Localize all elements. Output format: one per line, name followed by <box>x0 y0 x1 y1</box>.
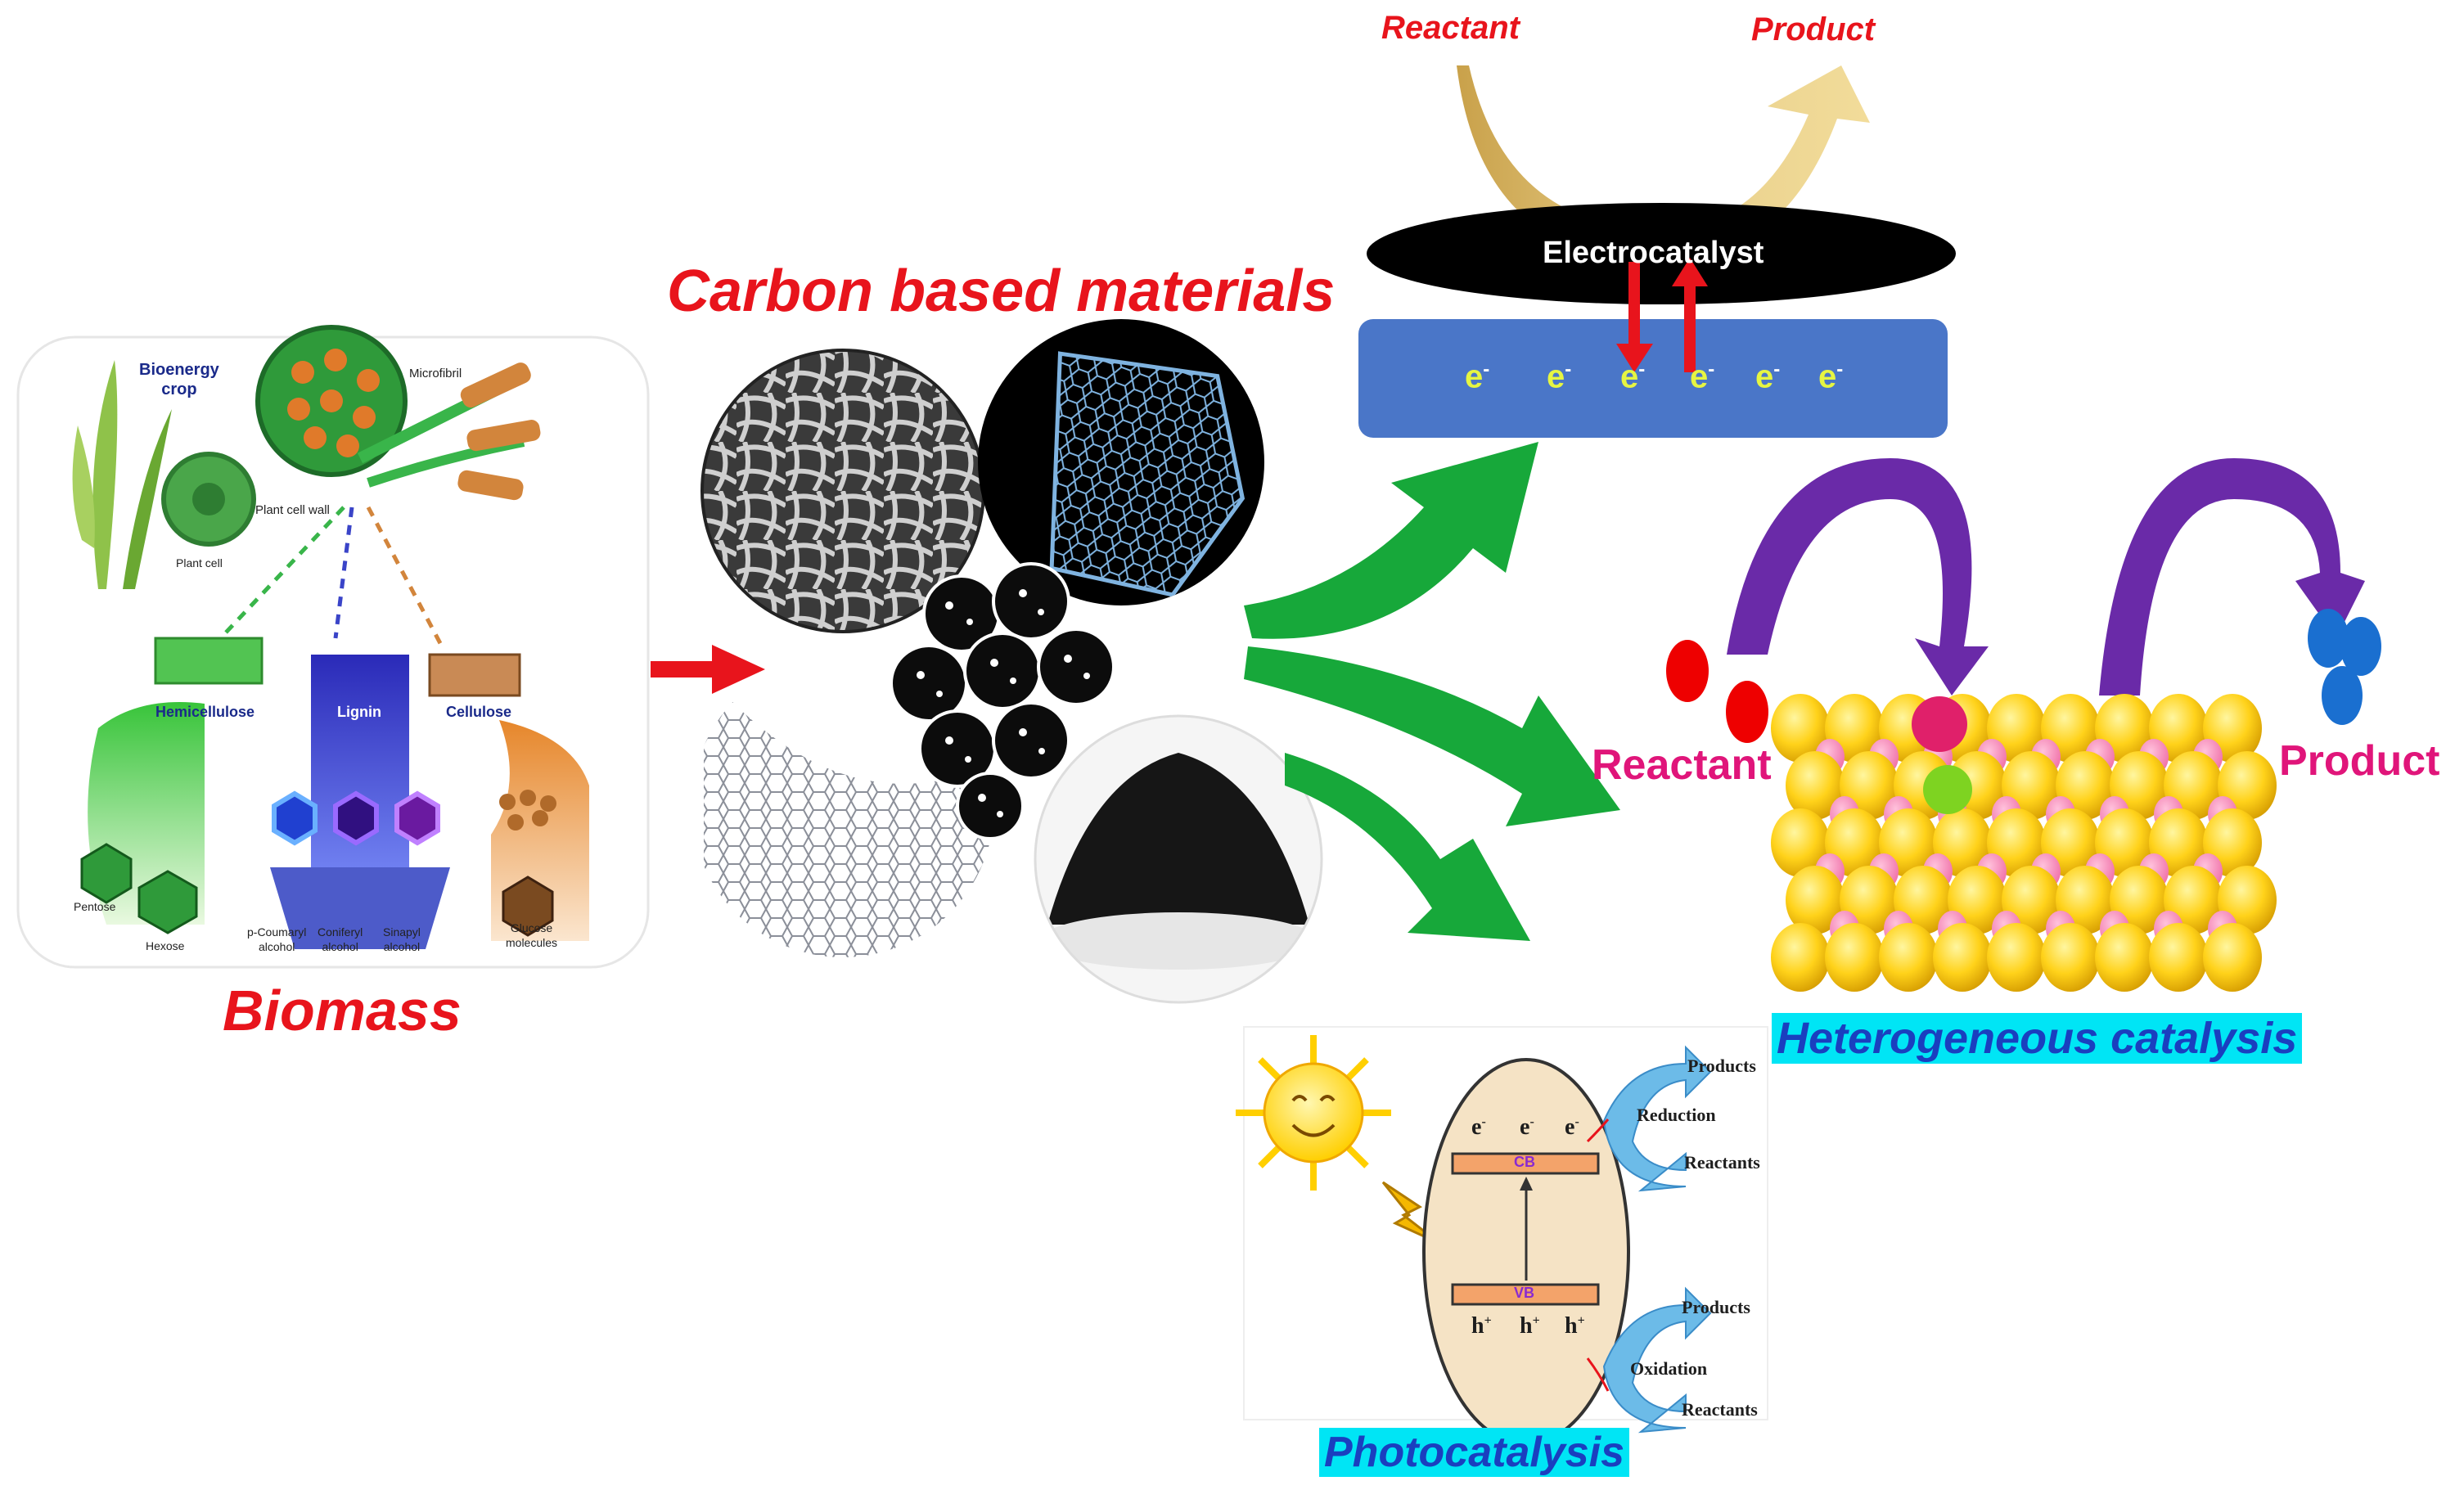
product-molecule <box>2308 609 2381 725</box>
activated-carbon-powder-circle <box>1034 714 1323 1004</box>
catalyst-atom <box>1771 808 1830 877</box>
green-arrow-to-electrocatalysis <box>1244 442 1538 639</box>
photo-reactants-top-label: Reactants <box>1684 1152 1760 1173</box>
green-arrows <box>1244 442 1620 941</box>
catalyst-atom <box>1771 923 1830 992</box>
vb-hole-1: h+ <box>1471 1313 1492 1339</box>
cb-electron-3: e- <box>1565 1114 1579 1140</box>
fibril-bundle-icon <box>357 362 541 501</box>
purple-arrow-right <box>2099 458 2365 695</box>
up-electron-arrow <box>1672 258 1708 286</box>
electrode-electron-3: e- <box>1620 358 1646 395</box>
down-electron-arrow <box>1616 344 1653 372</box>
green-arrow-to-photocatalysis <box>1285 753 1530 941</box>
electrode-bar <box>1358 319 1948 438</box>
purple-arrow-left <box>1727 458 1989 695</box>
catalyst-atom <box>1786 866 1845 934</box>
plant-illustration <box>72 360 172 589</box>
catalyst-atom <box>1786 751 1845 820</box>
lignin-label: Lignin <box>337 704 381 720</box>
catalyst-atom <box>2041 923 2100 992</box>
pentose-label: Pentose <box>74 900 116 913</box>
hemicellulose-block-icon <box>154 637 264 685</box>
green-arrow-to-heterogeneous <box>1244 646 1620 826</box>
photocatalysis-panel <box>1236 1026 1768 1446</box>
electrocatalyst-label: Electrocatalyst <box>1543 236 1764 270</box>
adsorbed-reactant-icon <box>1912 696 1967 752</box>
carbon-materials-cluster <box>691 319 1323 1004</box>
cb-label: CB <box>1514 1154 1535 1170</box>
vb-hole-3: h+ <box>1565 1313 1585 1339</box>
catalyst-surface <box>1771 694 2277 992</box>
reactant-molecule-1 <box>1666 640 1709 702</box>
hemicellulose-label: Hemicellulose <box>155 704 255 720</box>
photo-reactants-bottom-label: Reactants <box>1682 1399 1758 1420</box>
reactant-molecule-2 <box>1726 681 1768 743</box>
catalyst-atom <box>1987 923 2046 992</box>
electro-reactant-label: Reactant <box>1381 10 1520 46</box>
vb-hole-2: h+ <box>1520 1313 1540 1339</box>
catalyst-atom <box>1879 923 1938 992</box>
carbon-materials-title: Carbon based materials <box>667 259 1336 324</box>
carbon-spheres-icon <box>890 562 1115 840</box>
reduction-cycle-arrow <box>1602 1045 1712 1192</box>
reduction-label: Reduction <box>1637 1105 1716 1125</box>
electrode-electron-2: e- <box>1547 358 1572 395</box>
hetero-reactant-label: Reactant <box>1592 741 1772 789</box>
catalyst-atom <box>1825 923 1884 992</box>
plant-cell-wall-label: Plant cell wall <box>255 503 330 517</box>
electro-product-label: Product <box>1751 11 1876 47</box>
biomass-to-carbon-arrow <box>651 645 765 694</box>
hetero-product-label: Product <box>2279 737 2440 785</box>
photocatalysis-title: Photocatalysis <box>1319 1428 1630 1477</box>
electrode-electron-1: e- <box>1465 358 1490 395</box>
catalyst-atom <box>2095 923 2154 992</box>
active-site-icon <box>1923 765 1972 814</box>
heterogeneous-catalysis-title: Heterogeneous catalysis <box>1772 1013 2303 1064</box>
photo-products-bottom-label: Products <box>1682 1297 1750 1317</box>
catalyst-atom <box>1771 694 1830 763</box>
electrode-electron-6: e- <box>1818 358 1844 395</box>
cb-electron-2: e- <box>1520 1114 1534 1140</box>
electrode-electron-4: e- <box>1690 358 1715 395</box>
electrocatalyst-ellipse <box>1367 203 1956 304</box>
catalyst-atom <box>1933 923 1992 992</box>
cellulose-label: Cellulose <box>446 704 512 720</box>
vb-label: VB <box>1514 1285 1535 1301</box>
electrode-electron-5: e- <box>1755 358 1781 395</box>
electrocatalysis-panel <box>1358 65 1956 438</box>
oxidation-label: Oxidation <box>1630 1358 1708 1379</box>
conduction-band-bar <box>1451 1152 1600 1175</box>
cellulose-block-icon <box>428 653 521 697</box>
catalyst-atom <box>2149 923 2208 992</box>
catalyst-atom <box>2203 923 2262 992</box>
excitation-arrow <box>1520 1177 1533 1191</box>
valence-band-bar <box>1451 1283 1600 1306</box>
hexose-label: Hexose <box>146 939 185 952</box>
photo-products-top-label: Products <box>1687 1056 1756 1076</box>
plant-cell-label: Plant cell <box>176 556 223 569</box>
oxidation-cycle-arrow <box>1602 1286 1712 1434</box>
sun-icon <box>1236 1035 1391 1191</box>
microfibril-label: Microfibril <box>409 367 462 380</box>
biomass-panel <box>16 325 650 969</box>
cb-electron-1: e- <box>1471 1114 1486 1140</box>
biomass-title: Biomass <box>223 979 462 1042</box>
heterogeneous-panel <box>1666 458 2381 992</box>
